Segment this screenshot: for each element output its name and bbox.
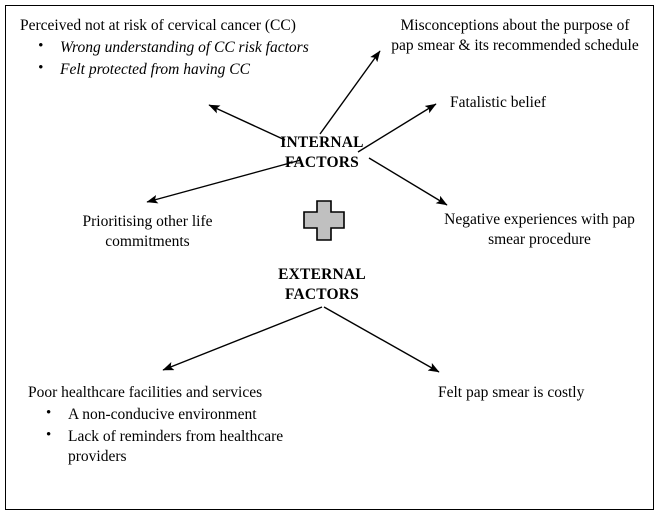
arrow-internal-to-fatalistic [357,103,437,153]
node-negative-experiences: Negative experiences with pap smear proc… [444,211,635,249]
node-poor-bullets: A non-conducive environment Lack of remi… [28,404,288,468]
node-perceived-not-at-risk: Perceived not at risk of cervical cancer… [20,16,350,81]
node-misconceptions: Misconceptions about the purpose of pap … [391,17,639,55]
medical-cross-icon [303,200,345,241]
hub-external-line2: FACTORS [284,285,360,303]
list-item: Wrong understanding of CC risk factors [20,37,350,58]
hub-internal-line2: FACTORS [284,153,360,171]
list-item: Lack of reminders from healthcare provid… [28,426,288,468]
list-item: Felt protected from having CC [20,59,350,80]
node-poor-healthcare: Poor healthcare facilities and services … [28,383,288,469]
arrow-internal-to-negative [368,157,448,206]
arrow-external-to-poor [162,306,323,371]
hub-external-line1: EXTERNAL [278,266,366,283]
node-poor-heading: Poor healthcare facilities and services [28,384,263,401]
node-fatalistic-belief: Fatalistic belief [450,94,546,111]
hub-internal-line1: INTERNAL [280,134,364,151]
node-pap-smear-costly: Felt pap smear is costly [438,384,585,401]
arrow-external-to-costly [323,306,440,373]
node-perceived-heading: Perceived not at risk of cervical cancer… [20,17,296,34]
hub-internal-factors: INTERNAL FACTORS [247,133,397,173]
diagram-border [5,5,654,510]
arrow-internal-to-perceived [208,104,286,141]
node-perceived-bullets: Wrong understanding of CC risk factors F… [20,37,350,80]
node-prioritising-commitments: Prioritising other life commitments [82,213,213,251]
arrow-internal-to-prioritising [146,159,302,204]
hub-external-factors: EXTERNAL FACTORS [247,265,397,305]
list-item: A non-conducive environment [28,404,288,425]
arrow-internal-to-misconceptions [319,50,381,135]
